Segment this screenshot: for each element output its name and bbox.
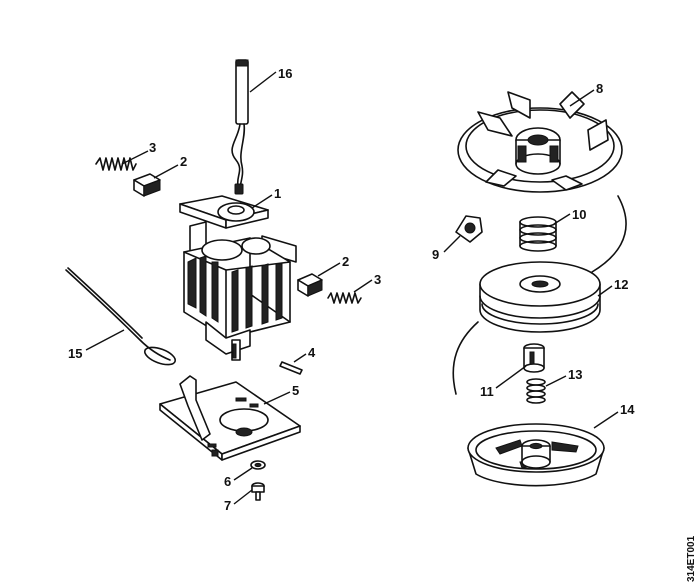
part-13-spring bbox=[526, 378, 546, 404]
callout-4: 4 bbox=[308, 345, 316, 360]
callout-13: 13 bbox=[568, 367, 582, 382]
part-2-carbon-brush-left bbox=[133, 173, 161, 197]
callout-12: 12 bbox=[614, 277, 628, 292]
part-3-spring-right bbox=[327, 292, 362, 304]
callout-11: 11 bbox=[480, 384, 494, 399]
callout-5: 5 bbox=[292, 383, 299, 398]
callout-7: 7 bbox=[224, 498, 231, 513]
callout-9: 9 bbox=[432, 247, 439, 262]
part-8-fan-cover bbox=[457, 91, 623, 193]
part-4-pin bbox=[279, 361, 303, 375]
part-2-carbon-brush-right bbox=[297, 273, 323, 297]
callout-6: 6 bbox=[224, 474, 231, 489]
callout-14: 14 bbox=[620, 402, 635, 417]
callout-10: 10 bbox=[572, 207, 586, 222]
callout-3-left: 3 bbox=[149, 140, 156, 155]
part-7-screw bbox=[251, 482, 265, 501]
part-14-spool-housing bbox=[467, 423, 605, 487]
part-6-washer bbox=[250, 460, 266, 470]
reference-code: 314ET001 bbox=[686, 535, 697, 582]
part-1-motor bbox=[179, 195, 297, 361]
part-16-cable-plug bbox=[231, 59, 249, 195]
part-12-spool bbox=[452, 195, 627, 395]
part-10-spring bbox=[519, 216, 557, 252]
part-9-cap bbox=[455, 215, 483, 243]
callout-2-right: 2 bbox=[342, 254, 349, 269]
callout-8: 8 bbox=[596, 81, 603, 96]
callout-1: 1 bbox=[274, 186, 281, 201]
leader-lines bbox=[85, 71, 619, 505]
part-5-base-plate bbox=[159, 375, 301, 461]
callout-15: 15 bbox=[68, 346, 82, 361]
part-15-wire bbox=[65, 267, 177, 366]
callout-16: 16 bbox=[278, 66, 292, 81]
callout-3-right: 3 bbox=[374, 272, 381, 287]
part-11-bushing bbox=[523, 343, 545, 373]
callout-2-left: 2 bbox=[180, 154, 187, 169]
